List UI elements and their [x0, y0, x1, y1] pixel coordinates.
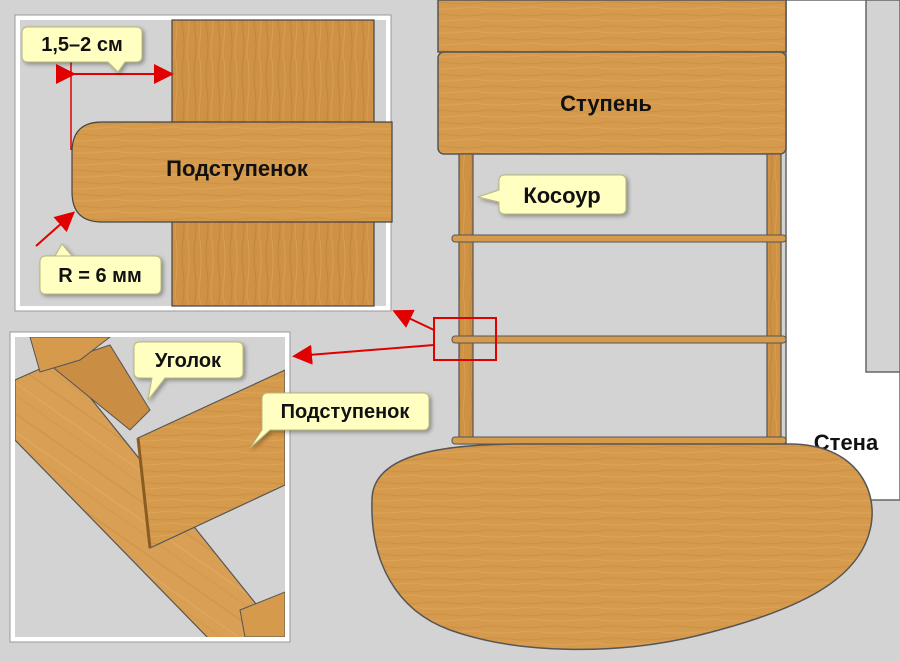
- detail-highlight-box: [433, 317, 497, 361]
- main-stair-drawing: Стена Ступень Косоур: [371, 0, 900, 651]
- detail-panel-bottom: Уголок Подступенок: [9, 331, 430, 643]
- radius-arrow: [35, 211, 75, 247]
- rung-3: [451, 436, 787, 445]
- upper-step: [437, 51, 787, 155]
- detail-top-riser-board: [71, 121, 393, 223]
- rung-1: [451, 234, 787, 243]
- pointer-arrow-bottom: [292, 344, 435, 365]
- stringer-left: [458, 153, 474, 445]
- pointer-arrow-top: [392, 309, 435, 331]
- riser-callout-bottom: [249, 392, 430, 449]
- riser-label-bottom: Подступенок: [281, 401, 411, 423]
- detail-panel-top: Подступенок 1,5–2 см R = 6 мм: [14, 14, 393, 312]
- angle-callout: [133, 341, 244, 401]
- upper-step-top: [437, 0, 787, 53]
- rung-2: [451, 335, 787, 344]
- detail-bottom-upper-block: [29, 337, 111, 373]
- gap-callout: [21, 26, 143, 73]
- step-label: Ступень: [560, 91, 652, 116]
- detail-bottom-lower-board: [239, 591, 285, 637]
- radius-callout: [39, 243, 162, 295]
- stringer-label: Косоур: [523, 183, 600, 208]
- stringer-right: [766, 153, 782, 445]
- stringer-callout: [476, 174, 627, 215]
- bottom-step: [371, 443, 873, 651]
- gap-label: 1,5–2 см: [41, 34, 123, 56]
- radius-label: R = 6 мм: [58, 265, 142, 287]
- angle-label: Уголок: [155, 350, 222, 372]
- wall-inner-panel: [865, 0, 900, 373]
- detail-top-riser-label: Подступенок: [166, 156, 309, 181]
